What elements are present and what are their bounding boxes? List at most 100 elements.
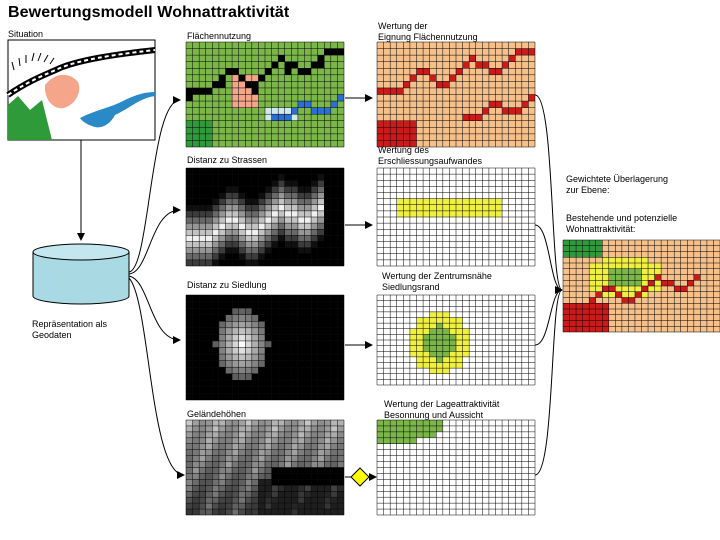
raster-cell	[337, 168, 344, 175]
raster-cell	[258, 241, 265, 248]
raster-cell	[488, 210, 496, 217]
raster-cell	[330, 473, 338, 480]
raster-cell	[337, 55, 344, 62]
raster-cell	[212, 94, 219, 102]
raster-cell	[508, 180, 516, 187]
raster-cell	[317, 168, 325, 175]
raster-cell	[515, 467, 522, 474]
raster-cell	[488, 81, 496, 88]
raster-cell	[680, 297, 688, 304]
raster-cell	[667, 303, 675, 309]
raster-cell	[449, 317, 456, 324]
raster-cell	[396, 334, 404, 340]
raster-cell	[225, 241, 233, 248]
raster-cell	[641, 314, 649, 321]
raster-cell	[403, 479, 410, 486]
raster-cell	[225, 367, 233, 374]
raster-cell	[330, 210, 338, 217]
raster-cell	[475, 449, 483, 456]
raster-cell	[423, 425, 430, 432]
raster-cell	[502, 509, 509, 515]
raster-cell	[271, 308, 279, 315]
raster-cell	[225, 253, 233, 260]
raster-cell	[383, 345, 391, 352]
raster-cell	[238, 55, 246, 62]
raster-cell	[284, 127, 292, 134]
raster-cell	[713, 240, 720, 246]
raster-cell	[311, 101, 318, 108]
raster-cell	[495, 48, 503, 56]
raster-cell	[337, 186, 344, 193]
raster-cell	[462, 328, 470, 335]
raster-cell	[462, 437, 470, 444]
raster-cell	[330, 223, 338, 230]
raster-cell	[528, 340, 535, 346]
raster-cell	[475, 107, 483, 115]
raster-cell	[713, 251, 720, 258]
raster-cell	[429, 351, 437, 357]
raster-cell	[488, 241, 496, 248]
raster-cell	[449, 449, 456, 456]
raster-cell	[403, 133, 410, 141]
raster-cell	[291, 354, 298, 361]
raster-cell	[278, 259, 285, 266]
raster-cell	[251, 425, 259, 432]
raster-cell	[284, 393, 292, 400]
raster-cell	[265, 174, 272, 181]
raster-cell	[595, 309, 603, 315]
raster-cell	[278, 74, 285, 82]
raster-cell	[291, 491, 298, 498]
raster-cell	[628, 251, 635, 258]
raster-cell	[311, 217, 318, 224]
raster-cell	[508, 48, 516, 56]
raster-cell	[462, 74, 470, 82]
raster-cell	[521, 253, 529, 260]
raster-cell	[423, 186, 430, 193]
raster-cell	[258, 367, 265, 374]
raster-cell	[324, 386, 331, 394]
raster-cell	[482, 42, 489, 49]
raster-cell	[423, 107, 430, 115]
raster-cell	[324, 253, 331, 260]
raster-cell	[469, 340, 476, 346]
raster-cell	[251, 347, 259, 355]
raster-cell	[713, 326, 720, 332]
raster-cell	[212, 308, 219, 315]
raster-cell	[278, 393, 285, 400]
raster-cell	[462, 204, 470, 211]
raster-cell	[680, 245, 688, 252]
raster-cell	[383, 94, 391, 102]
raster-cell	[475, 140, 483, 147]
raster-cell	[654, 303, 662, 309]
raster-cell	[416, 351, 424, 357]
raster-cell	[278, 314, 285, 322]
raster-cell	[278, 386, 285, 394]
raster-cell	[429, 340, 437, 346]
raster-cell	[278, 229, 285, 236]
raster-cell	[238, 386, 246, 394]
raster-cell	[409, 317, 417, 324]
raster-cell	[648, 240, 655, 246]
raster-cell	[330, 509, 338, 515]
raster-cell	[608, 320, 616, 327]
raster-cell	[232, 314, 239, 322]
raster-cell	[218, 42, 226, 49]
raster-cell	[311, 340, 318, 348]
raster-cell	[442, 180, 450, 187]
raster-cell	[192, 431, 200, 438]
raster-cell	[589, 297, 596, 304]
raster-cell	[311, 114, 318, 121]
raster-cell	[192, 461, 200, 468]
raster-cell	[330, 301, 338, 309]
raster-cell	[278, 247, 285, 254]
raster-cell	[297, 140, 305, 147]
raster-cell	[442, 467, 450, 474]
raster-cell	[456, 101, 463, 108]
raster-cell	[706, 320, 714, 327]
raster-cell	[563, 314, 570, 321]
raster-cell	[291, 133, 298, 141]
raster-cell	[205, 61, 213, 69]
raster-cell	[297, 509, 305, 515]
raster-cell	[232, 295, 239, 302]
raster-cell	[284, 168, 292, 175]
